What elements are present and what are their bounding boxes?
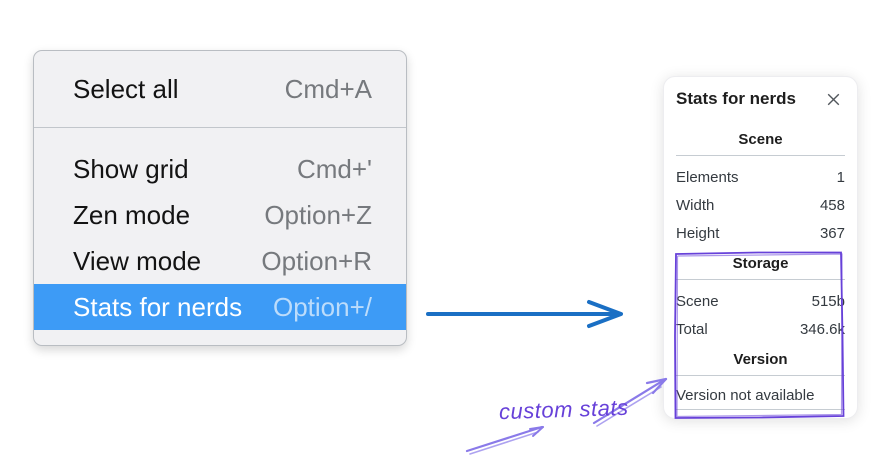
stat-label: Scene [676,292,719,310]
stat-label: Elements [676,168,739,186]
menu-item-zen-mode[interactable]: Zen mode Option+Z [34,192,406,238]
stat-value: 515b [811,292,845,310]
section-divider [676,375,845,376]
stat-row-elements: Elements 1 [676,163,845,191]
menu-item-shortcut: Cmd+' [296,153,372,184]
section-heading: Scene [738,131,783,148]
stats-panel: Stats for nerds Scene Elements 1 Width 4… [663,76,858,419]
stats-panel-title: Stats for nerds [676,89,796,108]
context-menu: Select all Cmd+A Show grid Cmd+' Zen mod… [33,50,407,346]
annotation-arrow-lower [465,425,544,455]
stats-section-version: Version Version not available [676,351,845,410]
stat-value: 346.6k [799,320,845,338]
stat-row-width: Width 458 [676,191,845,219]
stat-label: Height [676,224,720,242]
section-heading: Version [733,351,788,368]
menu-item-label: Zen mode [73,199,191,230]
stat-label: Width [676,196,715,214]
menu-item-shortcut: Option+/ [272,291,372,322]
close-icon[interactable] [825,91,841,107]
stat-label: Total [676,320,708,338]
menu-item-shortcut: Option+R [261,245,372,276]
stats-section-scene: Scene Elements 1 Width 458 Height 367 [676,131,845,247]
stats-panel-header: Stats for nerds [676,87,845,111]
stat-value: 1 [836,168,845,186]
annotation-custom-stats: custom stats [498,394,629,425]
section-divider [676,155,845,156]
stat-value: 367 [819,224,845,242]
menu-item-label: Show grid [73,153,189,184]
menu-item-label: View mode [73,245,202,276]
stat-value: 458 [819,196,845,214]
menu-item-view-mode[interactable]: View mode Option+R [34,238,406,284]
stats-section-storage: Storage Scene 515b Total 346.6k [676,255,845,343]
section-heading: Storage [732,255,789,272]
menu-divider [34,127,406,128]
section-divider [676,279,845,280]
menu-item-show-grid[interactable]: Show grid Cmd+' [34,146,406,192]
section-divider [676,409,845,410]
stat-row-height: Height 367 [676,219,845,247]
menu-item-stats-for-nerds[interactable]: Stats for nerds Option+/ [34,284,406,330]
arrow-menu-to-panel [426,300,623,328]
menu-item-shortcut: Cmd+A [284,73,372,104]
menu-item-label: Select all [73,73,179,104]
menu-item-shortcut: Option+Z [264,199,372,230]
menu-item-label: Stats for nerds [73,291,243,322]
menu-item-select-all[interactable]: Select all Cmd+A [34,51,406,127]
stat-row-total-size: Total 346.6k [676,315,845,343]
menu-section: Show grid Cmd+' Zen mode Option+Z View m… [34,128,406,345]
version-note: Version not available [676,386,815,404]
stat-row-scene-size: Scene 515b [676,287,845,315]
